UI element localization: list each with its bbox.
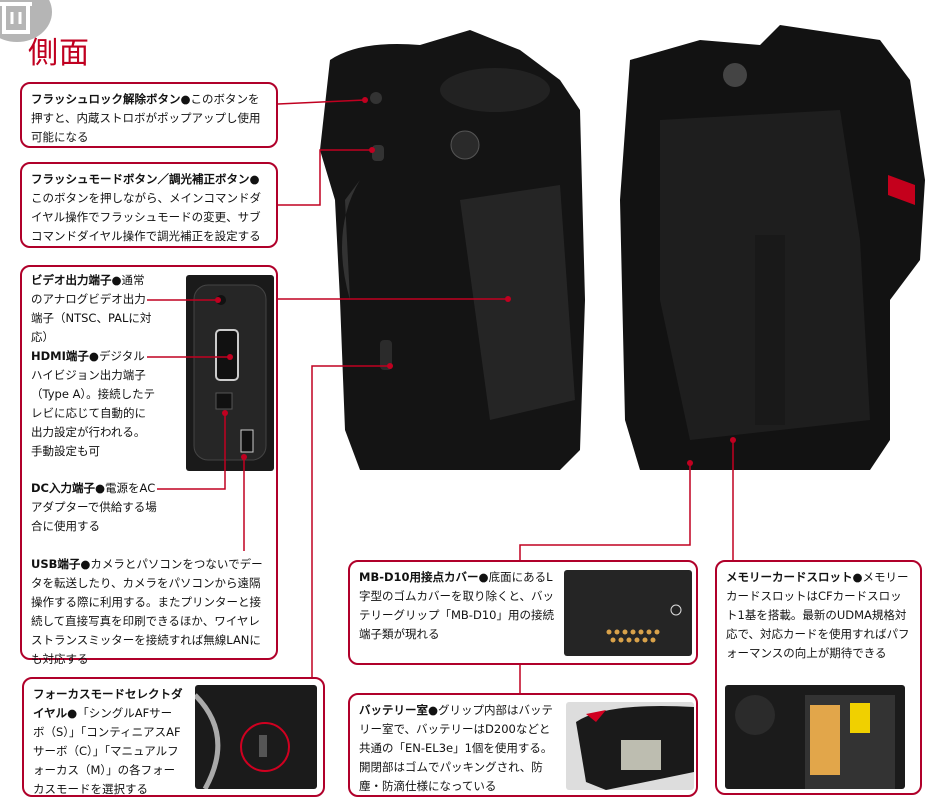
callout-title: MB-D10用接点カバー● — [359, 570, 489, 584]
callout-dc-in: DC入力端子●電源をACアダプターで供給する場合に使用する — [31, 479, 161, 536]
callout-usb: USB端子●カメラとパソコンをつないでデータを転送したり、カメラをパソコンから遠… — [31, 555, 271, 669]
trash-icon[interactable] — [0, 0, 52, 42]
battery-photo — [566, 702, 694, 790]
callout-ports: ビデオ出力端子●通常のアナログビデオ出力端子（NTSC、PALに対応） HDMI… — [20, 265, 278, 666]
callout-memory-card: メモリーカードスロット●メモリーカードスロットはCFカードスロット1基を搭載。最… — [715, 560, 922, 795]
memory-card-photo — [725, 685, 905, 789]
callout-title: バッテリー室● — [359, 703, 439, 717]
callout-title: ビデオ出力端子● — [31, 273, 122, 287]
callout-title: フォーカスモードセレクトダイヤル● — [33, 687, 183, 720]
callout-title: DC入力端子● — [31, 481, 106, 495]
callout-body: このボタンを押すと、内蔵ストロボがポップアップし使用可能になる — [31, 92, 261, 144]
camera-left-side-image — [320, 30, 585, 470]
callout-hdmi: HDMI端子●デジタルハイビジョン出力端子（Type A）。接続したテレビに応じ… — [31, 347, 156, 461]
callout-battery: バッテリー室●グリップ内部はバッテリー室で、バッテリーはD200などと共通の「E… — [348, 693, 698, 797]
callout-body: デジタルハイビジョン出力端子（Type A）。接続したテレビに応じて自動的に出力… — [31, 349, 156, 458]
ports-photo — [186, 275, 274, 471]
callout-title: HDMI端子● — [31, 349, 99, 363]
callout-focus-mode: フォーカスモードセレクトダイヤル●「シングルAFサーボ（S）」「コンティニアスA… — [22, 677, 325, 797]
callout-body: グリップ内部はバッテリー室で、バッテリーはD200などと共通の「EN-EL3e」… — [359, 703, 554, 793]
callout-body: 電源をACアダプターで供給する場合に使用する — [31, 481, 157, 533]
page-title: 側面 — [28, 36, 90, 71]
callout-body: カメラとパソコンをつないでデータを転送したり、カメラをパソコンから遠隔操作する際… — [31, 557, 263, 666]
callout-title: フラッシュロック解除ボタン● — [31, 92, 191, 106]
callout-title: メモリーカードスロット● — [726, 570, 863, 584]
callout-body: 通常のアナログビデオ出力端子（NTSC、PALに対応） — [31, 273, 152, 344]
callout-mb-d10: MB-D10用接点カバー●底面にあるL字型のゴムカバーを取り除くと、バッテリーグ… — [348, 560, 698, 665]
callout-flash-lock: フラッシュロック解除ボタン●このボタンを押すと、内蔵ストロボがポップアップし使用… — [20, 82, 278, 148]
leader-lines — [277, 99, 734, 693]
callout-body: メモリーカードスロットはCFカードスロット1基を搭載。最新のUDMA規格対応で、… — [726, 570, 910, 660]
focus-dial-photo — [195, 685, 317, 789]
callout-title: USB端子● — [31, 557, 91, 571]
callout-body: 「シングルAFサーボ（S）」「コンティニアスAFサーボ（C）」「マニュアルフォー… — [33, 706, 181, 796]
callout-body: 底面にあるL字型のゴムカバーを取り除くと、バッテリーグリップ「MB-D10」用の… — [359, 570, 555, 641]
contact-cover-photo — [564, 570, 692, 656]
callout-flash-mode: フラッシュモードボタン／調光補正ボタン● このボタンを押しながら、メインコマンドダ… — [20, 162, 278, 248]
camera-right-side-image — [620, 25, 925, 470]
callout-video-out: ビデオ出力端子●通常のアナログビデオ出力端子（NTSC、PALに対応） — [31, 271, 156, 347]
callout-title: フラッシュモードボタン／調光補正ボタン● — [31, 172, 260, 186]
callout-body: このボタンを押しながら、メインコマンドダイヤル操作でフラッシュモードの変更、サブ… — [31, 191, 261, 243]
